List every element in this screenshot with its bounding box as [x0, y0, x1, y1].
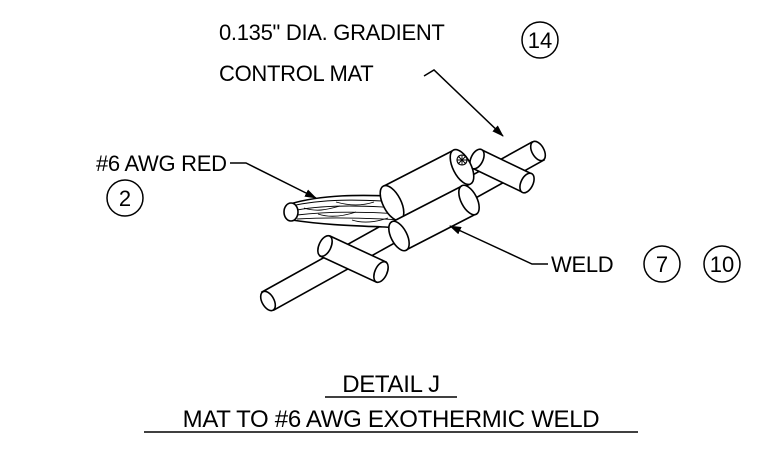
weld-ref-bubble-a: 7: [643, 245, 681, 283]
detail-title: DETAIL J: [342, 371, 440, 398]
wire-ref-number: 2: [119, 186, 131, 211]
mat-leader-line: [423, 69, 504, 137]
weld-label: WELD: [551, 252, 613, 277]
weld-ref-number-b: 10: [710, 252, 734, 277]
wire-leader-line: [230, 162, 317, 199]
weld-leader-line: [449, 225, 548, 265]
mat-label-line2: CONTROL MAT: [219, 61, 373, 86]
weld-ref-number-a: 7: [656, 252, 668, 277]
wire-ref-bubble: 2: [106, 179, 144, 217]
exothermic-weld: [379, 148, 480, 252]
detail-subtitle: MAT TO #6 AWG EXOTHERMIC WELD: [183, 406, 600, 433]
mat-label-line1: 0.135" DIA. GRADIENT: [219, 20, 445, 45]
wire-label: #6 AWG RED: [96, 151, 227, 176]
mat-ref-number: 14: [528, 28, 552, 53]
mat-rod-stub-left: [317, 234, 389, 284]
weld-ref-bubble-b: 10: [703, 245, 741, 283]
mat-rod-stub-right: [469, 148, 535, 194]
mat-ref-bubble: 14: [521, 21, 559, 59]
